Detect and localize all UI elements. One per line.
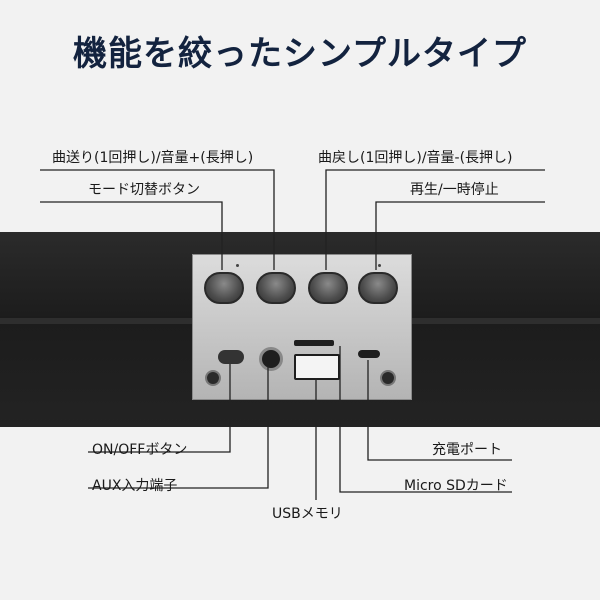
label-onoff: ON/OFFボタン bbox=[92, 442, 188, 458]
usb-port[interactable] bbox=[294, 354, 340, 380]
leader-play-pause bbox=[375, 201, 545, 270]
label-prev-volume-down: 曲戻し(1回押し)/音量-(長押し) bbox=[318, 150, 513, 166]
charge-port[interactable] bbox=[358, 350, 380, 358]
screw-hole bbox=[205, 370, 221, 386]
page-title: 機能を絞ったシンプルタイプ bbox=[73, 34, 527, 74]
label-mode-button: モード切替ボタン bbox=[88, 182, 200, 198]
leader-charge bbox=[367, 360, 512, 461]
leader-mode bbox=[40, 201, 223, 270]
mode-button[interactable] bbox=[204, 272, 244, 304]
microsd-slot[interactable] bbox=[294, 340, 334, 346]
screw-hole bbox=[380, 370, 396, 386]
leader-microsd bbox=[339, 346, 512, 493]
label-charge-port: 充電ポート bbox=[432, 442, 502, 458]
aux-jack[interactable] bbox=[259, 347, 283, 371]
label-usb: USBメモリ bbox=[272, 506, 343, 522]
button-indicator-dot bbox=[236, 264, 239, 267]
leader-aux bbox=[88, 366, 269, 489]
button-indicator-dot bbox=[378, 264, 381, 267]
leader-prev-voldown bbox=[325, 169, 545, 270]
label-play-pause: 再生/一時停止 bbox=[410, 182, 499, 198]
next-volume-up-button[interactable] bbox=[256, 272, 296, 304]
play-pause-button[interactable] bbox=[358, 272, 398, 304]
leader-onoff bbox=[88, 364, 231, 453]
onoff-switch[interactable] bbox=[218, 350, 244, 364]
label-next-volume-up: 曲送り(1回押し)/音量+(長押し) bbox=[52, 150, 254, 166]
label-microsd: Micro SDカード bbox=[404, 478, 508, 494]
prev-volume-down-button[interactable] bbox=[308, 272, 348, 304]
leader-next-volup bbox=[40, 169, 275, 270]
label-aux: AUX入力端子 bbox=[92, 478, 178, 494]
